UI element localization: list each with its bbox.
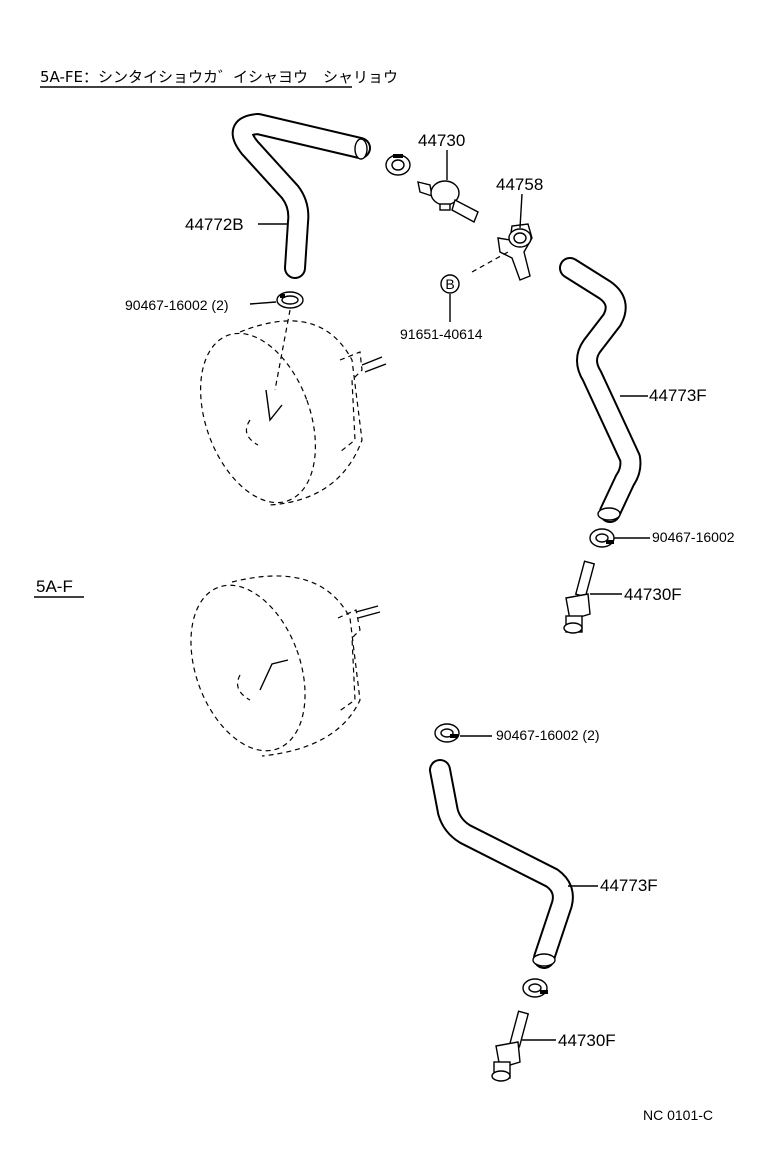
label-44758: 44758: [496, 175, 543, 194]
label-90467-16002-2-lower: 90467-16002 (2): [496, 727, 600, 743]
hose-44773f-lower: [429, 759, 574, 969]
hose-clamp-upper-left: [276, 291, 304, 309]
figure-code: NC 0101-C: [643, 1107, 713, 1123]
label-44730f-upper: 44730F: [624, 585, 682, 604]
section-title-5a-f: 5A-F: [36, 577, 73, 596]
bolt-dashed-line: [471, 251, 509, 273]
label-91651-40614: 91651-40614: [400, 326, 483, 342]
label-44772b: 44772B: [185, 215, 244, 234]
check-valve-44730f-lower: [491, 1010, 530, 1082]
hose-clamp-right: [589, 528, 615, 548]
bolt-marker-circle: [440, 274, 460, 294]
label-90467-16002-2-top: 90467-16002 (2): [125, 297, 229, 313]
check-valve-44730f-upper: [563, 560, 596, 634]
brake-booster-lower: [190, 575, 381, 757]
brake-booster-upper: [200, 320, 387, 506]
section-title-5a-fe: 5A-FE：シンタイショウカ゛イシャヨウ シャリョウ: [40, 68, 398, 86]
label-44773f-lower: 44773F: [600, 876, 658, 895]
hose-clamp-lower: [434, 723, 460, 743]
hose-44772b: [231, 113, 371, 279]
bolt-marker-b: B: [445, 276, 454, 292]
hose-clamp-bottom: [522, 978, 548, 998]
leader-44758: [519, 193, 523, 229]
dashed-connector-booster: [274, 309, 291, 391]
check-valve-44730: [417, 180, 479, 223]
label-44730: 44730: [418, 131, 465, 150]
label-44730f-lower: 44730F: [558, 1031, 616, 1050]
label-90467-16002-right: 90467-16002: [652, 529, 735, 545]
bracket-44758: [497, 223, 533, 281]
label-44773f-upper: 44773F: [649, 386, 707, 405]
hose-44773f-upper: [559, 257, 642, 523]
leader-clamp-top: [249, 301, 277, 305]
hose-clamp-upper-center: [385, 154, 411, 176]
